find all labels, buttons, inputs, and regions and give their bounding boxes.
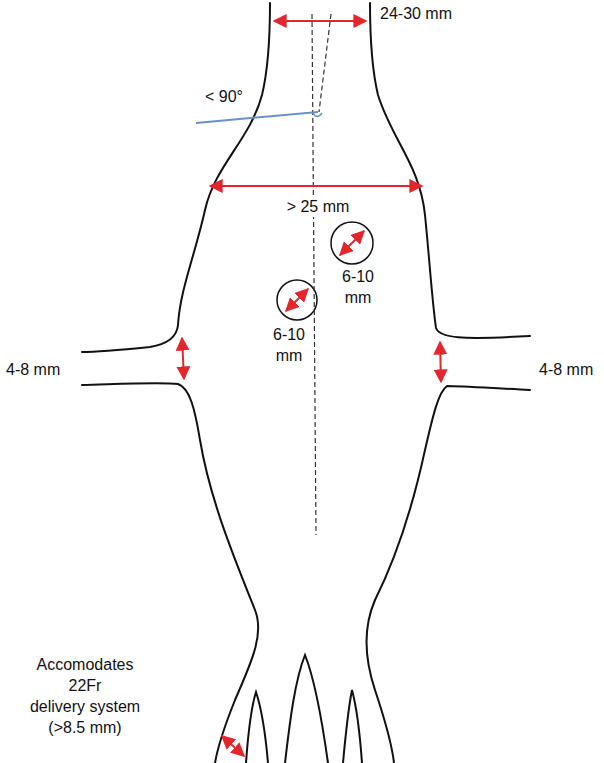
dimension-label: 6-10 mm bbox=[271, 324, 307, 366]
label-holder: Accomodates 22Fr delivery system (>8.5 m… bbox=[28, 654, 142, 738]
right-internal-iliac bbox=[343, 690, 362, 763]
iliac-access-arrow bbox=[222, 736, 244, 756]
aorta-left-wall bbox=[82, 3, 270, 352]
label-line: mm bbox=[273, 345, 305, 366]
label-holder: 6-10 mm bbox=[340, 266, 376, 308]
aorta-right-wall bbox=[370, 3, 530, 338]
note-label: Accomodates 22Fr delivery system (>8.5 m… bbox=[28, 654, 142, 738]
calcification-circle bbox=[277, 280, 317, 320]
dimension-label: 24-30 mm bbox=[378, 3, 454, 24]
label-line: 6-10 bbox=[342, 266, 374, 287]
dimension-label: 6-10 mm bbox=[340, 266, 376, 308]
dimension-label: > 25 mm bbox=[285, 196, 352, 217]
renal-diameter-arrow bbox=[182, 338, 184, 379]
angle-line-dashed bbox=[319, 14, 331, 112]
aneurysm-diameter-arrow bbox=[210, 185, 422, 187]
dimension-label: 4-8 mm bbox=[4, 359, 62, 380]
calcification-arrow bbox=[340, 231, 364, 255]
label-holder: > 25 mm bbox=[285, 196, 352, 217]
dimension-label: 4-8 mm bbox=[537, 359, 595, 380]
calcification-circle bbox=[331, 222, 373, 264]
left-internal-iliac bbox=[246, 692, 268, 763]
label-line: 22Fr bbox=[30, 675, 140, 696]
label-holder: 6-10 mm bbox=[271, 324, 307, 366]
label-line: Accomodates bbox=[30, 654, 140, 675]
label-line: mm bbox=[342, 287, 374, 308]
renal-diameter-arrow bbox=[440, 342, 441, 382]
centerline-dashed bbox=[312, 14, 316, 535]
neck-diameter-arrow bbox=[274, 20, 366, 22]
angle-arc bbox=[313, 113, 322, 117]
label-holder: 24-30 mm bbox=[378, 3, 454, 24]
right-renal-lower-wall bbox=[366, 386, 530, 763]
angle-reference-line bbox=[196, 112, 318, 123]
label-line: (>8.5 mm) bbox=[30, 717, 140, 738]
iliac-bifurcation bbox=[285, 655, 328, 763]
label-line: 6-10 bbox=[273, 324, 305, 345]
label-holder: < 90° bbox=[203, 86, 245, 107]
angle-label: < 90° bbox=[203, 86, 245, 107]
label-line: delivery system bbox=[30, 696, 140, 717]
label-holder: 4-8 mm bbox=[4, 359, 62, 380]
calcification-arrow bbox=[286, 289, 308, 311]
label-holder: 4-8 mm bbox=[537, 359, 595, 380]
